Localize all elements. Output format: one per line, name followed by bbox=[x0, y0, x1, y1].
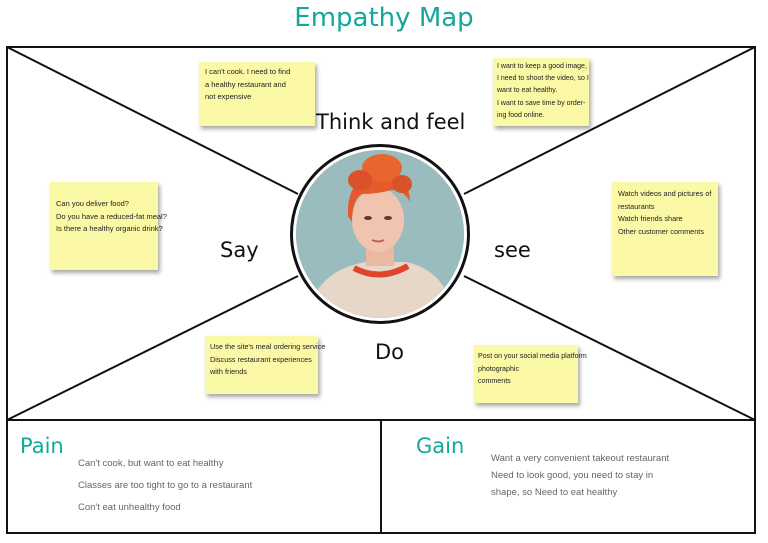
gain-list: Want a very convenient takeout restauran… bbox=[491, 450, 669, 501]
sticky-note-think-feel-left: I can't cook. I need to find a healthy r… bbox=[199, 62, 315, 126]
note-line: I can't cook. I need to find bbox=[205, 67, 291, 76]
diagonal-bottom-left bbox=[6, 275, 299, 421]
note-line: a healthy restaurant and bbox=[205, 79, 286, 89]
avatar bbox=[296, 150, 464, 318]
diagonal-top-left bbox=[6, 46, 299, 195]
label-think-and-feel: Think and feel bbox=[316, 110, 466, 134]
sticky-note-think-feel-right: I want to keep a good image, I need to s… bbox=[493, 58, 589, 126]
note-line: comments bbox=[478, 377, 511, 385]
label-do: Do bbox=[375, 340, 405, 364]
pain-title: Pain bbox=[20, 434, 64, 458]
note-line: Use the site's meal ordering service bbox=[210, 342, 326, 351]
page-title: Empathy Map bbox=[294, 3, 474, 33]
diagonal-top-right bbox=[463, 46, 756, 195]
note-line: want to eat healthy. bbox=[497, 87, 558, 95]
label-see: see bbox=[494, 238, 531, 262]
note-line: Post on your social media platform bbox=[478, 352, 587, 360]
sticky-note-see: Watch videos and pictures of restaurants… bbox=[612, 182, 718, 276]
sticky-note-do-left: Use the site's meal ordering service Dis… bbox=[205, 336, 326, 394]
sticky-note-do-right: Post on your social media platform photo… bbox=[474, 345, 587, 403]
list-item: shape, so Need to eat healthy bbox=[491, 487, 618, 498]
diagonal-bottom-right bbox=[463, 275, 756, 421]
note-line: Watch videos and pictures of bbox=[618, 189, 712, 198]
list-item: Need to look good, you need to stay in bbox=[491, 470, 654, 481]
note-line: Can you deliver food? bbox=[56, 199, 129, 208]
note-line: Do you have a reduced-fat meal? bbox=[56, 211, 167, 221]
list-item: Classes are too tight to go to a restaur… bbox=[78, 480, 253, 491]
note-line: restaurants bbox=[618, 201, 655, 211]
list-item: Can't cook, but want to eat healthy bbox=[78, 458, 224, 469]
note-line: ing food online. bbox=[497, 111, 545, 119]
note-line: Is there a healthy organic drink? bbox=[56, 224, 163, 233]
sticky-note-say: Can you deliver food? Do you have a redu… bbox=[50, 182, 167, 270]
note-line: Discuss restaurant experiences bbox=[210, 354, 312, 364]
list-item: Want a very convenient takeout restauran… bbox=[491, 453, 670, 464]
note-line: not expensive bbox=[205, 92, 252, 101]
list-item: Con't eat unhealthy food bbox=[78, 502, 181, 513]
label-say: Say bbox=[220, 238, 259, 262]
note-line: Watch friends share bbox=[618, 214, 683, 223]
note-line: I need to shoot the video, so I bbox=[497, 75, 589, 83]
pain-list: Can't cook, but want to eat healthy Clas… bbox=[78, 453, 252, 519]
note-line: Other customer comments bbox=[618, 226, 704, 236]
note-line: I want to keep a good image, bbox=[497, 63, 587, 70]
gain-title: Gain bbox=[416, 434, 465, 458]
note-line: I want to save time by order- bbox=[497, 99, 586, 107]
avatar-illustration bbox=[296, 150, 464, 318]
note-line: photographic bbox=[478, 364, 520, 373]
note-line: with friends bbox=[210, 367, 247, 376]
